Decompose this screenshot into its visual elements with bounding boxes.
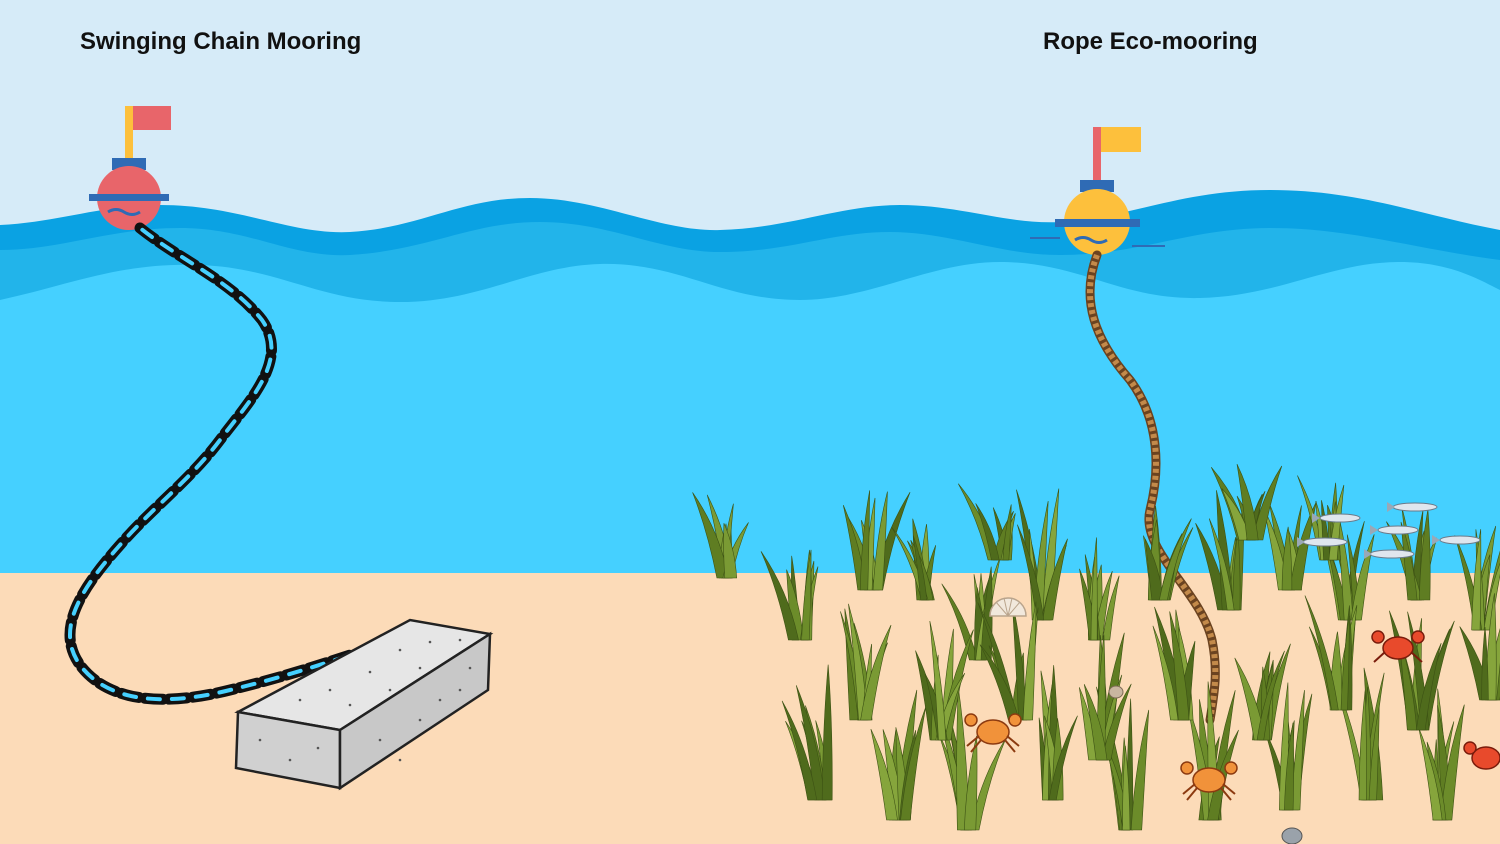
seagrass-clump: [1263, 501, 1317, 591]
yellow-buoy-icon: [1030, 127, 1165, 255]
seagrass-meadow: [692, 463, 1500, 831]
crab-icon: [1180, 761, 1238, 801]
shell-icon: [989, 597, 1027, 617]
mooring-rope: [1085, 250, 1220, 725]
seagrass-clump: [958, 483, 1016, 561]
seagrass-clump: [1195, 490, 1245, 611]
seagrass-clump: [842, 490, 911, 591]
seagrass-clump: [1418, 688, 1465, 821]
seagrass-clump: [915, 620, 974, 741]
seagrass-clump: [1152, 606, 1196, 721]
fish-school: [1297, 502, 1481, 559]
shell-icon: [1281, 827, 1303, 844]
shell-icon: [1108, 685, 1124, 699]
fish-icon: [1312, 513, 1361, 523]
seagrass-clump: [870, 689, 927, 821]
concrete-block-icon: [234, 618, 494, 791]
left-mooring-title: Swinging Chain Mooring: [80, 28, 362, 55]
red-buoy-icon: [89, 106, 171, 230]
seagrass-clump: [692, 492, 749, 579]
seagrass-clump: [781, 664, 833, 801]
fish-icon: [1297, 537, 1348, 547]
crab-icon: [964, 713, 1022, 753]
fish-icon: [1432, 535, 1481, 545]
seagrass-clump: [1038, 665, 1078, 801]
mooring-chain: [64, 222, 356, 705]
fish-icon: [1387, 502, 1438, 512]
seagrass-clump: [1304, 595, 1358, 711]
seagrass-clump: [977, 600, 1039, 721]
seagrass-clump: [1079, 537, 1120, 641]
seagrass-clump: [891, 518, 937, 601]
seagrass-clump: [760, 549, 819, 641]
seagrass-clump: [1143, 506, 1194, 601]
right-mooring-title: Rope Eco-mooring: [1043, 28, 1258, 55]
seagrass-clump: [1234, 643, 1291, 741]
seagrass-clump: [1210, 463, 1283, 541]
fish-icon: [1364, 549, 1415, 559]
fish-icon: [1370, 525, 1419, 535]
crab-icon: [1463, 741, 1500, 770]
seagrass-clump: [1454, 525, 1500, 631]
crab-icon: [1371, 630, 1425, 663]
seagrass-clump: [840, 603, 892, 721]
seagrass-clump: [1016, 488, 1068, 621]
seagrass-clump: [1459, 593, 1500, 701]
